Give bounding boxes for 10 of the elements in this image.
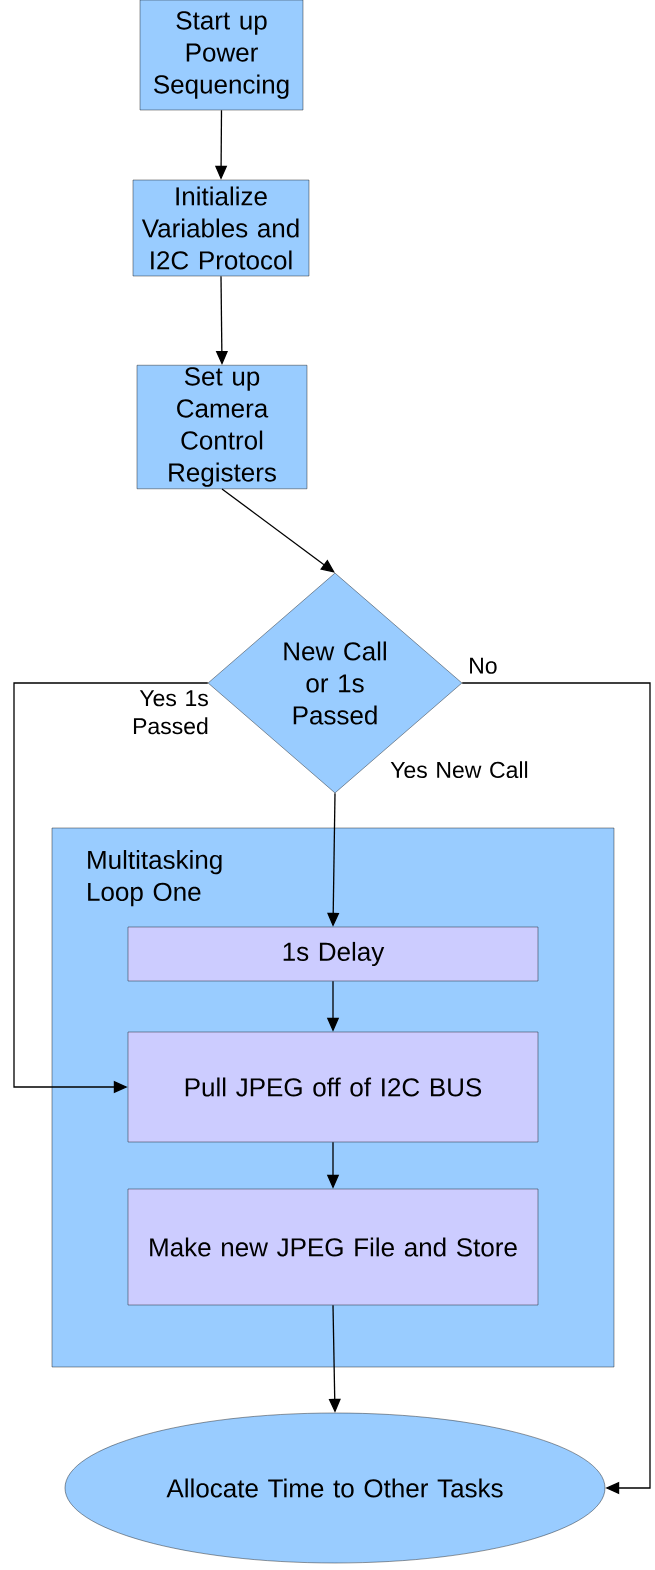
process-box: Start up Power Sequencing xyxy=(139,0,304,111)
process-box: Set up Camera Control Registers xyxy=(136,365,308,489)
process-box: 1s Delay xyxy=(127,926,539,982)
process-box: Make new JPEG File and Store xyxy=(127,1188,539,1306)
process-box: Pull JPEG off of I2C BUS xyxy=(127,1031,539,1143)
arrow xyxy=(461,682,651,1495)
arrow xyxy=(221,488,335,573)
edge-label: Yes 1s Passed xyxy=(133,690,208,735)
edge-label: No xyxy=(470,657,497,674)
process-box: Initialize Variables and I2C Protocol xyxy=(132,179,310,277)
